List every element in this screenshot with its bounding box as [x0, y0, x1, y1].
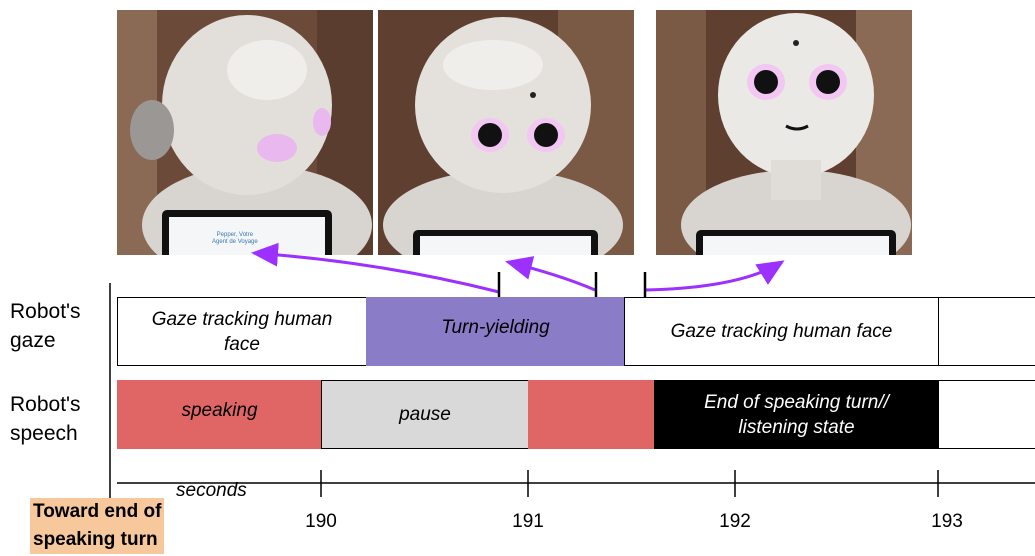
- robot-photo-3: [656, 10, 912, 255]
- arrow-to-photo-1: [251, 242, 500, 294]
- axis-unit-label: seconds: [176, 480, 247, 501]
- tick-label-190: 190: [305, 511, 337, 532]
- gaze-row-label: Robot's gaze: [10, 300, 81, 352]
- arrow-to-photo-3: [644, 260, 785, 292]
- gaze-segment-tracking-2: Gaze tracking human face: [624, 297, 939, 366]
- robot-photo-2: [378, 10, 634, 255]
- speech-segment-pause: pause: [321, 380, 529, 449]
- tick-label-192: 192: [719, 511, 751, 532]
- gaze-segment-tracking-1: Gaze tracking human face: [117, 297, 367, 366]
- arrow-to-photo-2: [505, 256, 596, 292]
- phase-label: Toward end of speaking turn: [30, 498, 165, 554]
- robot-photo-1: Pepper, Votre Agent de Voyage: [117, 10, 373, 255]
- robot-photo-2-image: [378, 10, 634, 255]
- gaze-segment-turn-yielding: Turn-yielding: [366, 297, 625, 366]
- tick-label-193: 193: [931, 511, 963, 532]
- tick-label-191: 191: [512, 511, 544, 532]
- speech-segment-end-of-turn: End of speaking turn// listening state: [654, 380, 939, 449]
- speech-segment-speaking-2: [528, 380, 655, 449]
- speech-row-label: Robot's speech: [10, 393, 81, 445]
- speech-segment-speaking: speaking: [117, 380, 322, 449]
- tablet-text: Pepper, Votre Agent de Voyage: [212, 232, 258, 245]
- robot-photo-3-image: [656, 10, 912, 255]
- robot-photo-1-image: [117, 10, 373, 255]
